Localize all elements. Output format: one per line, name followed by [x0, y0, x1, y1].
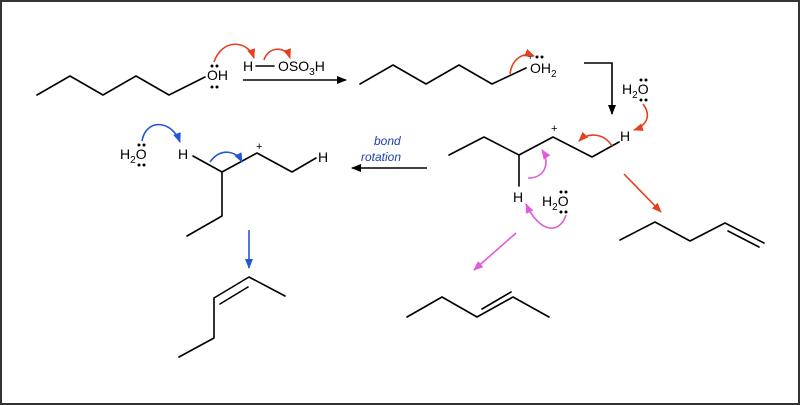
- bond-rotation-label-line1: bond: [374, 134, 401, 148]
- carbocation-h-bottom: H: [513, 189, 523, 205]
- lone-pair-dot: [142, 143, 146, 147]
- acid-h-label: H: [243, 58, 253, 74]
- pentanol-oh-label: OH: [207, 67, 228, 83]
- rotated-carbocation-molecule: H H +: [178, 141, 328, 237]
- water-base-right: H2O: [622, 78, 649, 102]
- lone-pair-dot: [639, 78, 643, 82]
- lone-pair-dot: [644, 78, 648, 82]
- water-base-middle: H2O: [542, 190, 569, 214]
- red-product-arrow: [623, 173, 662, 213]
- rotated-plus-charge: +: [256, 141, 262, 153]
- lone-pair-dot: [142, 163, 146, 167]
- lone-pair-dot: [137, 163, 141, 167]
- red-curved-arrow-e1: [578, 131, 613, 147]
- cis-pentene-product: [178, 276, 286, 358]
- magenta-curved-arrow-deprotonation: [525, 203, 567, 229]
- pentanol-molecule: OH: [36, 64, 228, 96]
- sulfuric-acid: H OSO3H: [243, 58, 325, 78]
- blue-curved-arrow-alkene-formation: [209, 151, 243, 163]
- lone-pair-dot: [639, 98, 643, 102]
- water-label: H2O: [120, 146, 147, 166]
- pentanol-chain: [36, 75, 206, 96]
- red-curved-arrow-protonation: [213, 43, 255, 63]
- c-h-bond: [192, 155, 223, 173]
- lone-pair-dot: [210, 64, 214, 68]
- blue-curved-arrow-deprotonation: [141, 123, 181, 143]
- reaction-arrow-2: [584, 62, 616, 115]
- pentene-1-double-bond: [727, 230, 760, 248]
- oxonium-molecule: OH2 +: [359, 51, 557, 85]
- lone-pair-dot: [559, 190, 563, 194]
- magenta-curved-arrow-internal: [527, 149, 551, 179]
- carbocation-plus-charge: +: [551, 123, 557, 135]
- trans-pentene-double-bond: [481, 291, 512, 310]
- oso3h-label: OSO3H: [278, 58, 325, 78]
- pentene-1-chain: [619, 221, 765, 244]
- carbocation-chain: [448, 136, 620, 158]
- lone-pair-dot: [137, 143, 141, 147]
- oxonium-chain: [359, 64, 527, 85]
- bond-rotation-label-line2: rotation: [361, 150, 401, 164]
- lone-pair-dot: [540, 55, 544, 59]
- red-curved-arrow-deprotonation: [633, 103, 649, 131]
- cis-pentene-chain: [178, 276, 286, 358]
- pentene-1-product: [619, 221, 765, 248]
- cis-pentene-double-bond: [219, 286, 249, 305]
- carbocation-molecule: H H +: [448, 123, 630, 205]
- water-label: H2O: [622, 81, 649, 101]
- red-curved-arrow-water-loss: [509, 48, 535, 75]
- rotated-h-right: H: [318, 149, 328, 165]
- rotated-h-left: H: [178, 146, 188, 162]
- lone-pair-dot: [215, 64, 219, 68]
- lone-pair-dot: [644, 98, 648, 102]
- lone-pair-dot: [559, 210, 563, 214]
- lone-pair-dot: [215, 85, 219, 89]
- magenta-product-arrow: [473, 232, 517, 271]
- lone-pair-dot: [564, 210, 568, 214]
- water-label: H2O: [542, 193, 569, 213]
- carbocation-h-right: H: [620, 128, 630, 144]
- lone-pair-dot: [210, 85, 214, 89]
- lone-pair-dot: [564, 190, 568, 194]
- red-curved-arrow-bond-cleavage: [263, 48, 291, 61]
- rotated-carbocation-chain: [186, 152, 317, 237]
- trans-pentene-product: [406, 291, 550, 318]
- trans-pentene-chain: [406, 296, 550, 318]
- oxonium-plus-charge: +: [527, 51, 533, 63]
- lone-pair-dot: [535, 55, 539, 59]
- oxonium-oh2-label: OH2: [530, 60, 557, 80]
- water-base-left: H2O: [120, 143, 147, 167]
